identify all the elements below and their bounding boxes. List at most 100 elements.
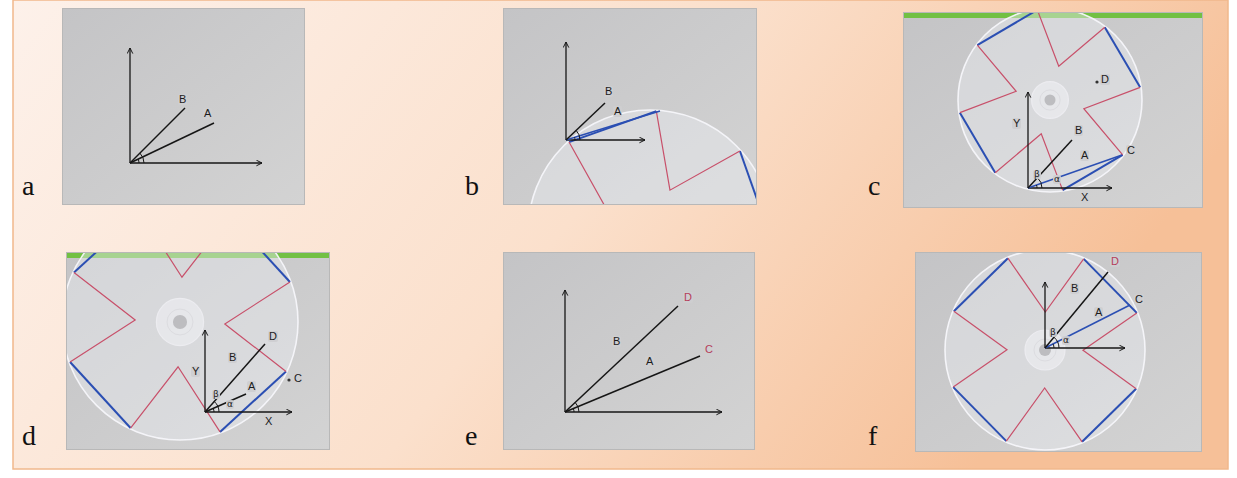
red-line — [70, 273, 135, 362]
cd-disc — [958, 12, 1142, 192]
point-label: Y — [191, 366, 200, 377]
point-label: B — [612, 336, 621, 347]
photo-panel — [503, 252, 755, 450]
angle-arc — [140, 153, 144, 163]
panel-letter: e — [465, 422, 477, 450]
angle-ray — [1045, 305, 1130, 348]
x-axis — [1028, 187, 1112, 188]
cd-hole — [1044, 94, 1055, 105]
angle-arc — [575, 402, 579, 412]
angle-ray — [566, 103, 605, 140]
point-label: D — [1110, 256, 1120, 267]
angle-label: α — [226, 400, 234, 409]
point-label: D — [683, 292, 693, 303]
x-axis — [1045, 347, 1125, 348]
photo-panel — [903, 12, 1203, 208]
point-label: A — [1094, 307, 1103, 318]
x-axis — [130, 162, 262, 163]
point-label: D — [1100, 74, 1110, 85]
y-axis — [565, 42, 566, 140]
x-axis — [566, 139, 645, 140]
point-label: X — [264, 416, 273, 427]
point-label: X — [1080, 192, 1089, 203]
point-label: B — [1074, 125, 1083, 136]
angle-ray — [1028, 155, 1122, 188]
photo-panel — [915, 252, 1202, 452]
angle-ray — [1045, 272, 1108, 348]
cd-disc — [528, 110, 757, 205]
blue-chord — [954, 258, 1008, 311]
point-label: Y — [1012, 118, 1021, 129]
angle-arc — [1053, 344, 1055, 348]
blue-chord — [977, 12, 1037, 45]
angle-label: β — [212, 390, 220, 399]
photo-paper — [62, 8, 305, 205]
angle-ray — [1028, 140, 1072, 188]
point-label: B — [604, 86, 613, 97]
angle-arc — [1036, 185, 1038, 188]
cd-disc — [66, 252, 298, 440]
red-line — [1037, 12, 1104, 66]
panel-letter: a — [22, 172, 34, 200]
photo-edge — [916, 253, 1202, 452]
red-line — [225, 282, 290, 371]
cd-hub-ring — [1040, 90, 1060, 110]
blue-chord — [1082, 389, 1136, 442]
cd-hub-ring — [167, 309, 193, 335]
angle-ray — [130, 123, 214, 163]
red-line — [1006, 388, 1082, 442]
blue-chord — [74, 252, 140, 273]
y-axis — [1044, 282, 1045, 348]
panel-letter: d — [22, 422, 36, 450]
angle-ray — [205, 344, 265, 412]
y-axis — [564, 290, 565, 412]
point-label: C — [1126, 145, 1136, 156]
x-axis — [565, 411, 722, 412]
point-label: C — [704, 344, 714, 355]
blue-chord — [220, 371, 286, 431]
angle-arc — [1037, 178, 1042, 188]
red-line — [953, 311, 1007, 387]
red-line — [656, 111, 740, 190]
red-line — [140, 252, 229, 277]
angle-arc — [574, 137, 575, 140]
point-label: B — [228, 352, 237, 363]
angle-label: α — [1053, 175, 1061, 184]
point-dot — [1095, 80, 1098, 83]
point-label: B — [178, 94, 187, 105]
point-label: A — [645, 356, 654, 367]
point-label: D — [268, 331, 278, 342]
panel-letter: f — [868, 422, 877, 450]
photo-edge — [504, 253, 755, 450]
angle-label: β — [1033, 170, 1041, 179]
red-line — [131, 367, 220, 432]
red-line — [529, 142, 608, 205]
angle-arc — [576, 130, 580, 140]
point-dot — [287, 378, 290, 381]
blue-chord — [960, 113, 995, 173]
photo-paper — [503, 252, 755, 450]
point-label: A — [247, 381, 256, 392]
angle-arc — [213, 408, 215, 412]
point-label: A — [613, 106, 622, 117]
angle-ray — [565, 306, 678, 412]
y-axis — [1027, 92, 1028, 188]
angle-arc — [573, 409, 575, 412]
angle-ray — [130, 108, 185, 163]
angle-arc — [138, 159, 140, 163]
figure-frame — [13, 0, 1228, 469]
blue-chord — [740, 151, 757, 205]
red-line — [1008, 258, 1084, 312]
angle-arc — [214, 402, 219, 412]
blue-chord — [953, 387, 1006, 441]
photo-edge — [67, 253, 330, 450]
cd-hole — [173, 315, 187, 329]
cd-hub — [156, 298, 203, 345]
photo-panel — [62, 8, 305, 205]
x-axis — [205, 411, 292, 412]
photo-panel — [503, 8, 757, 205]
cd-hub — [1032, 82, 1069, 119]
angle-ray — [565, 356, 700, 412]
photo-edge — [504, 9, 757, 205]
